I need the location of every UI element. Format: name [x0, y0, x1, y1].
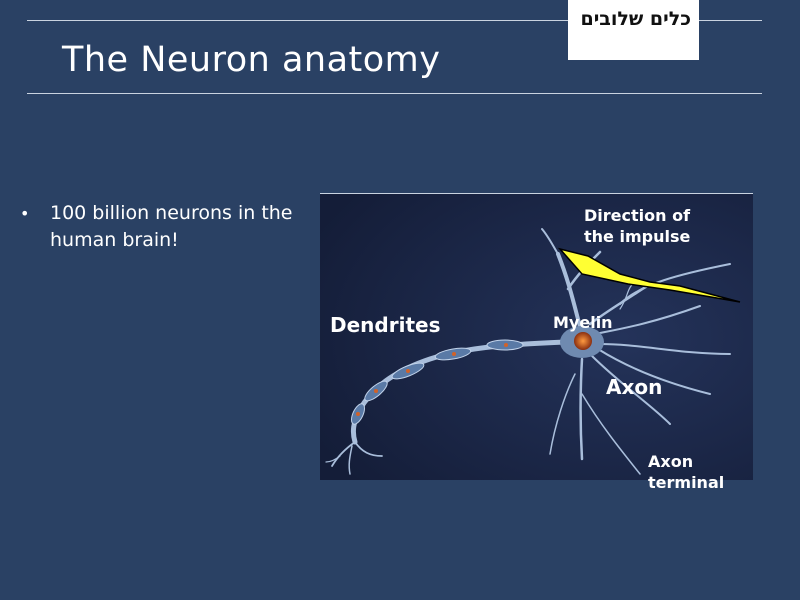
bullet-list: • 100 billion neurons in the human brain…: [20, 200, 310, 254]
direction-label: Direction of the impulse: [584, 205, 690, 247]
terminal-label-line2: terminal: [648, 473, 725, 492]
myelin-nodes: [356, 343, 508, 416]
dendrites-label: Dendrites: [330, 313, 441, 337]
slide-title: The Neuron anatomy: [62, 40, 441, 80]
bullet-text: 100 billion neurons in the human brain!: [50, 202, 293, 251]
axon-label: Axon: [606, 375, 663, 399]
neuron-illustration: [320, 194, 753, 480]
logo-badge: כלים שלובים: [568, 0, 699, 60]
axon-terminal-label: Axon terminal: [648, 451, 724, 493]
bullet-item: • 100 billion neurons in the human brain…: [20, 200, 310, 254]
impulse-arrow: [557, 247, 741, 303]
neuron-figure: [320, 193, 753, 480]
direction-label-line1: Direction of: [584, 206, 691, 225]
nucleus: [574, 332, 592, 350]
title-divider: [27, 93, 762, 94]
top-divider: [27, 20, 762, 21]
myelin-label: Myelin: [553, 313, 613, 332]
figure-background: [320, 194, 753, 480]
direction-label-line2: the impulse: [584, 227, 691, 246]
terminal-label-line1: Axon: [648, 452, 694, 471]
bullet-icon: •: [20, 204, 30, 223]
